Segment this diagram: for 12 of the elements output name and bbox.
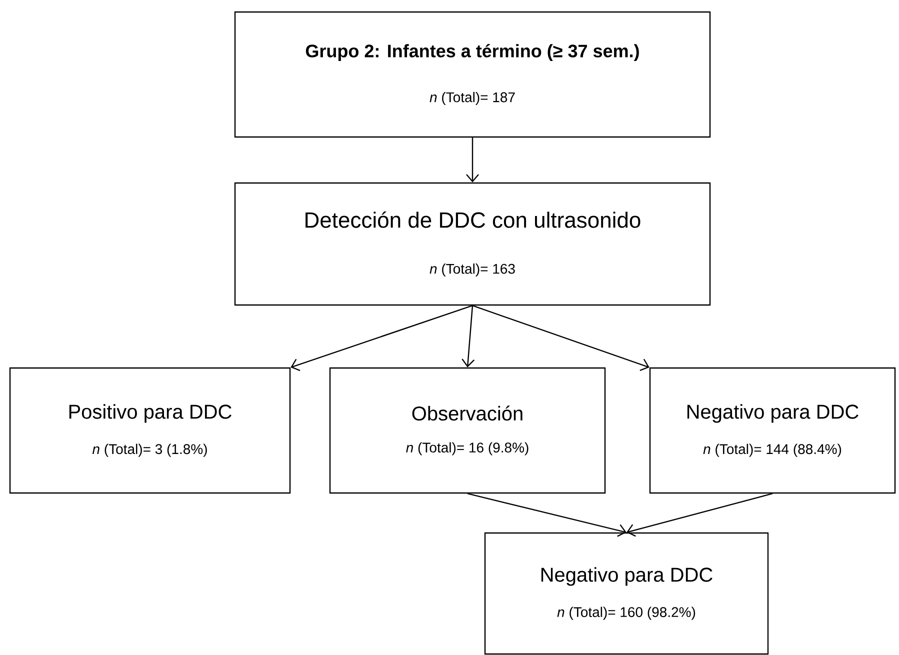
arrow: [467, 493, 626, 537]
arrow: [462, 306, 475, 368]
flow-box: Grupo 2: Infantes a término (≥ 37 sem.) n (Total)= 187: [234, 11, 711, 138]
arrow: [626, 493, 773, 537]
flow-box: Negativo para DDC n (Total)= 144 (88.4%): [649, 367, 896, 494]
arrow: [466, 138, 479, 182]
flow-box: Negativo para DDC n (Total)= 160 (98.2%): [484, 532, 769, 655]
flow-box: Observación n (Total)= 16 (9.8%): [329, 367, 606, 494]
flow-box: Positivo para DDC n (Total)= 3 (1.8%): [9, 367, 291, 494]
arrow: [472, 305, 650, 371]
arrow: [290, 305, 473, 372]
flow-box: Detección de DDC con ultrasonido n (Total)= 163: [234, 182, 711, 306]
